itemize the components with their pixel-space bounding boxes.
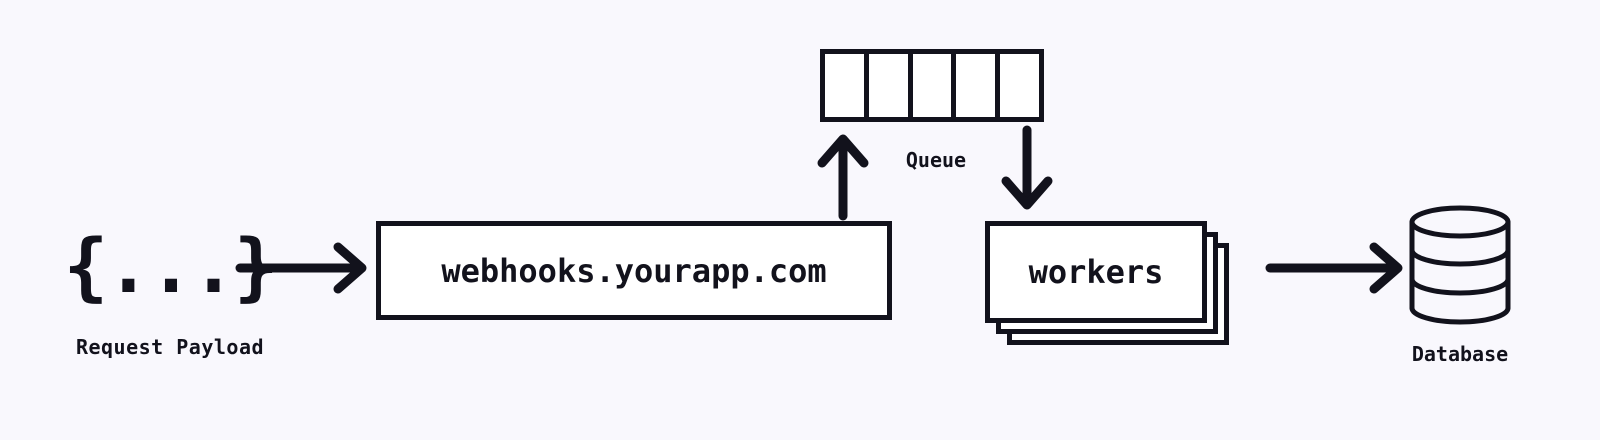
queue-cell [1000,54,1039,117]
queue-cell [868,54,913,117]
queue-cell [956,54,1001,117]
database-label: Database [1411,342,1509,366]
arrow-endpoint-to-queue [817,134,869,221]
webhook-endpoint-node: webhooks.yourapp.com [376,221,892,320]
worker-card-front: workers [985,221,1207,323]
workers-node: workers [985,221,1235,346]
database-node: Database [1380,200,1540,380]
json-braces-icon: {...} [63,224,279,310]
queue-label: Queue [905,148,967,172]
request-payload-label: Request Payload [75,335,265,359]
queue-cell [825,54,869,117]
webhook-endpoint-label: webhooks.yourapp.com [441,251,827,290]
queue-cell [912,54,957,117]
arrow-queue-to-workers [1001,125,1053,210]
database-cylinder-icon [1409,205,1511,325]
workers-label: workers [1028,253,1164,291]
arrow-workers-to-database [1265,242,1403,294]
queue-node [820,49,1044,122]
request-payload-node: {...} Request Payload [60,215,280,380]
